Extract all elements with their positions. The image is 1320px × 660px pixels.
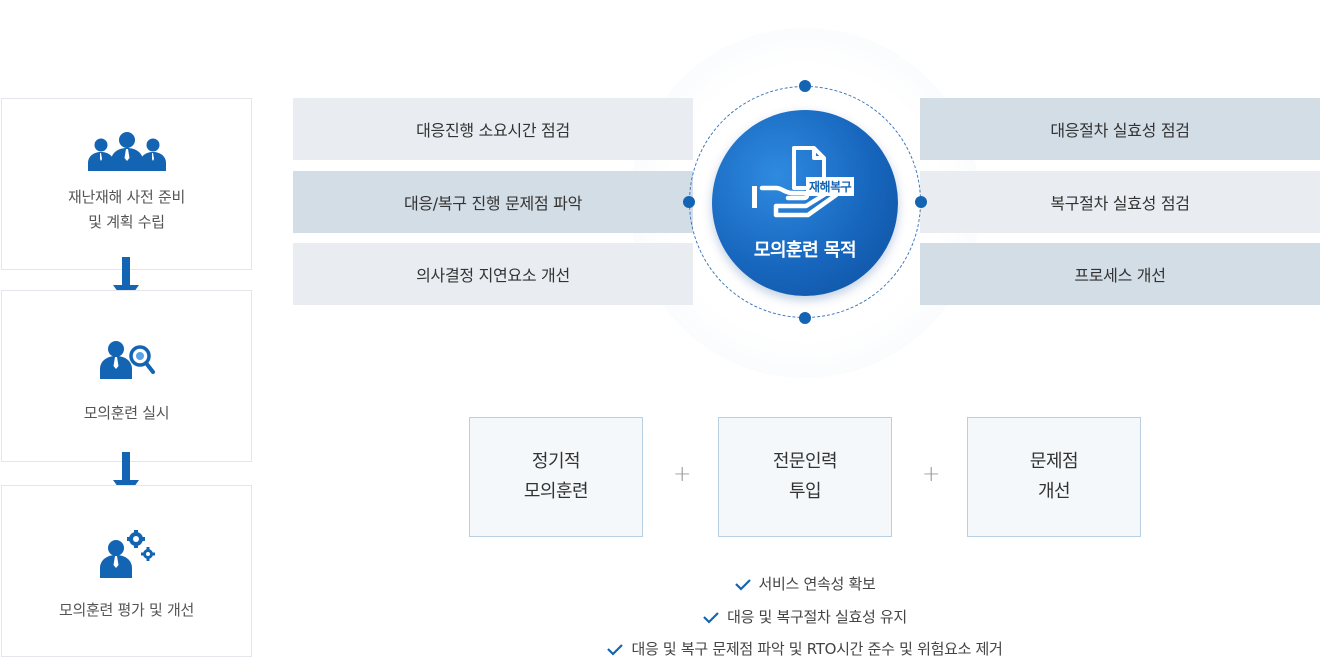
process-step-planning: 재난재해 사전 준비 및 계획 수립: [1, 98, 252, 270]
plus-icon: +: [673, 462, 692, 487]
doc-label: 재해복구: [806, 177, 855, 196]
center-title: 모의훈련 목적: [753, 240, 857, 261]
outcome-item: 대응 및 복구절차 실효성 유지: [469, 606, 1141, 628]
process-step-evaluation: 모의훈련 평가 및 개선: [1, 485, 252, 657]
check-icon: [703, 611, 719, 624]
plus-icon: +: [922, 462, 941, 487]
ring-dot: [683, 196, 695, 208]
step-label-evaluation: 모의훈련 평가 및 개선: [59, 601, 194, 619]
group-people-icon: [85, 131, 169, 173]
person-gears-icon: [98, 530, 156, 578]
check-icon: [607, 643, 624, 656]
step-label-drill: 모의훈련 실시: [83, 404, 170, 422]
center-badge: 모의훈련 목적: [712, 110, 898, 296]
outcome-item: 서비스 연속성 확보: [469, 573, 1141, 595]
ring-dot: [799, 80, 811, 92]
goal-right-2: 복구절차 실효성 점검: [920, 171, 1320, 233]
outcome-item: 대응 및 복구 문제점 파악 및 RTO시간 준수 및 위험요소 제거: [469, 638, 1141, 660]
method-box-regular-drill: 정기적 모의훈련: [469, 417, 643, 537]
goal-left-2: 대응/복구 진행 문제점 파악: [293, 171, 693, 233]
check-icon: [734, 578, 751, 591]
step-label-planning: 재난재해 사전 준비 및 계획 수립: [68, 188, 185, 231]
goal-right-1: 대응절차 실효성 점검: [920, 98, 1320, 160]
goal-left-1: 대응진행 소요시간 점검: [293, 98, 693, 160]
ring-dot: [799, 312, 811, 324]
goal-right-3: 프로세스 개선: [920, 243, 1320, 305]
goal-left-3: 의사결정 지연요소 개선: [293, 243, 693, 305]
process-step-drill: 모의훈련 실시: [1, 290, 252, 462]
method-box-experts: 전문인력 투입: [718, 417, 892, 537]
method-box-improvement: 문제점 개선: [967, 417, 1141, 537]
person-search-icon: [98, 339, 156, 379]
ring-dot: [915, 196, 927, 208]
